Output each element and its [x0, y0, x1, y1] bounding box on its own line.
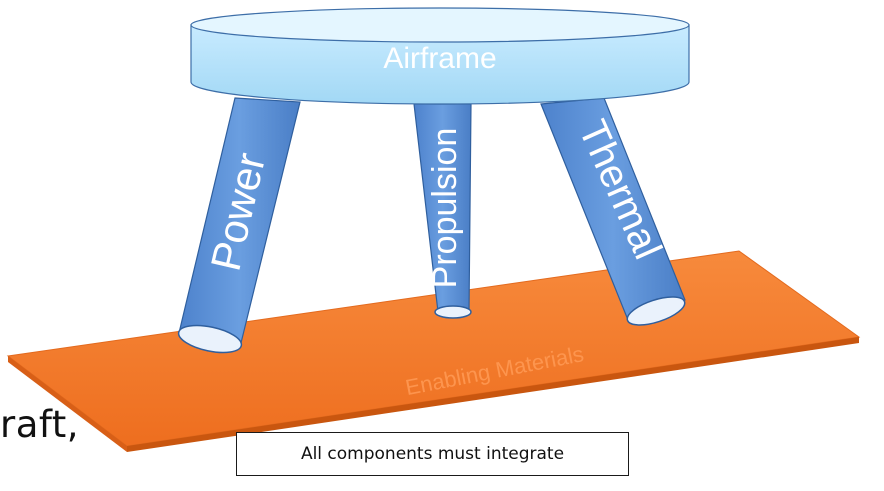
seat-label: Airframe: [383, 42, 496, 75]
caption-box: All components must integrate: [236, 432, 629, 476]
base-plate-edge: [8, 356, 127, 452]
leg-propulsion-foot: [434, 305, 472, 319]
seat-side: [190, 24, 690, 105]
seat-airframe: Airframe: [190, 7, 690, 105]
leg-propulsion-label: Propulsion: [426, 128, 464, 289]
seat-top: [190, 7, 690, 43]
base-plate-front-edge: [127, 337, 859, 452]
partial-slide-text: raft,: [0, 403, 80, 446]
leg-thermal-foot: [626, 296, 686, 326]
caption-text: All components must integrate: [300, 444, 565, 464]
leg-power-foot: [177, 324, 243, 354]
leg-power: Power: [177, 97, 301, 354]
leg-propulsion: Propulsion: [413, 103, 472, 319]
